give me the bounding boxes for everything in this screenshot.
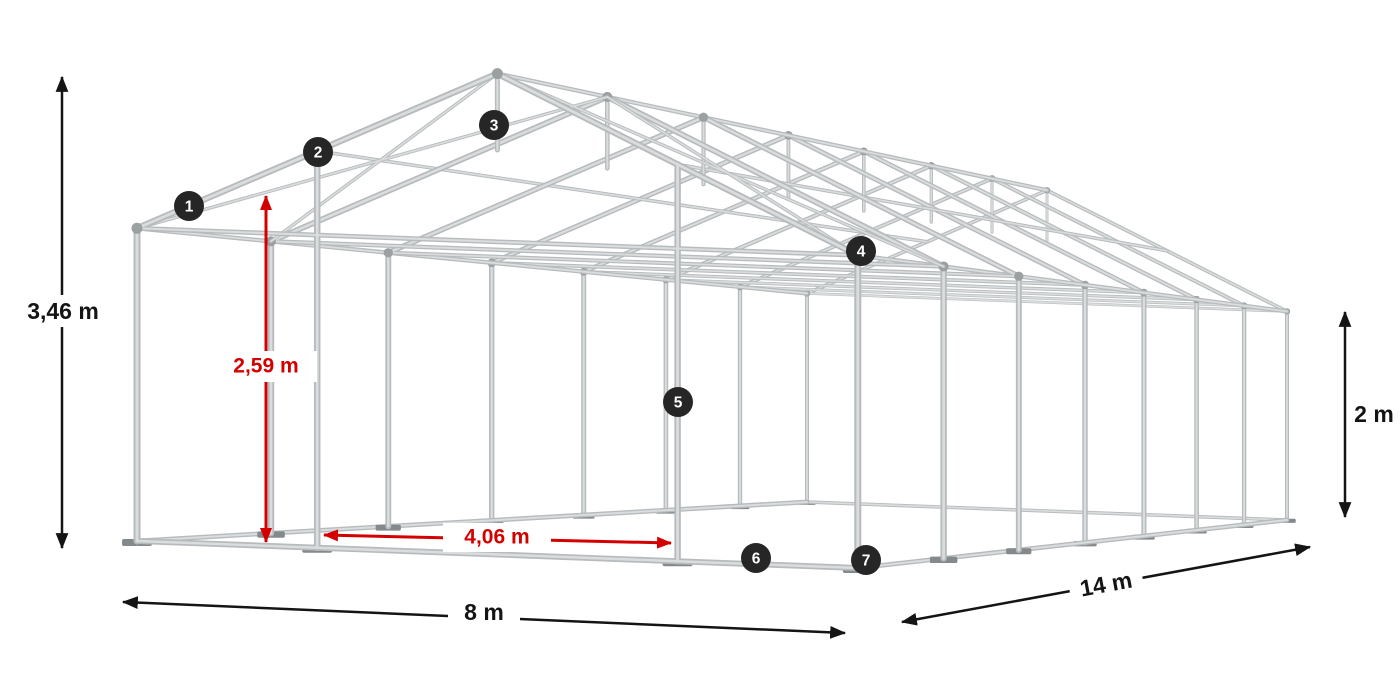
frame-tube: [702, 116, 1020, 278]
part-badge-4[interactable]: 4: [846, 236, 876, 266]
frame-tube: [739, 286, 1245, 307]
dimension-label-bg: [215, 351, 317, 382]
frame-tube: [490, 261, 1086, 286]
dimension-length: 14 m: [900, 543, 1312, 626]
badge-number: 4: [857, 244, 866, 261]
side-height-label: 2 m: [1354, 401, 1394, 427]
total-height-label: 3,46 m: [27, 298, 99, 324]
badge-circle: [479, 110, 509, 140]
frame-joint: [131, 222, 143, 234]
badge-number: 1: [185, 199, 194, 216]
frame-tube: [387, 116, 705, 254]
frame-joint: [1014, 271, 1024, 281]
frame-tube: [316, 150, 928, 243]
badge-circle: [741, 543, 771, 573]
dimension-label-bg: [17, 295, 109, 327]
badge-number: 7: [862, 553, 871, 570]
frame-joint: [383, 248, 393, 258]
badge-number: 5: [674, 395, 683, 412]
frame-tube: [269, 95, 609, 243]
dimension-width: 8 m: [121, 596, 847, 639]
frame-tube: [496, 72, 1048, 192]
badge-number: 2: [314, 145, 323, 162]
frame-tube: [676, 163, 1168, 252]
badge-circle: [846, 236, 876, 266]
badge-circle: [851, 545, 881, 575]
dimension-label-bg: [448, 597, 520, 628]
frame-tube: [606, 95, 945, 268]
frame-tube: [270, 240, 945, 268]
dimension-label-bg: [443, 523, 551, 552]
part-badge-2[interactable]: 2: [303, 137, 333, 167]
part-badge-6[interactable]: 6: [741, 543, 771, 573]
frame-tube: [136, 227, 808, 295]
dimension-clear-height: 2,59 m: [215, 194, 317, 544]
dimension-total-height: 3,46 m: [17, 75, 109, 550]
frame-tube: [270, 72, 499, 243]
part-badge-5[interactable]: 5: [663, 387, 693, 417]
frame-tube: [856, 519, 1288, 569]
part-badge-1[interactable]: 1: [174, 191, 204, 221]
dimension-door-width: 4,06 m: [322, 523, 673, 552]
frame-joint: [491, 68, 503, 80]
frame-tube: [136, 501, 808, 542]
frame-joint: [698, 112, 709, 122]
frame-tube: [387, 251, 1020, 278]
part-badge-3[interactable]: 3: [479, 110, 509, 140]
clear-height-label: 2,59 m: [233, 355, 298, 378]
badge-circle: [663, 387, 693, 417]
frame-tube: [496, 72, 945, 268]
frame-tube: [665, 278, 1198, 301]
tent-frame: [122, 68, 1296, 573]
badge-number: 6: [752, 551, 761, 568]
badge-circle: [174, 191, 204, 221]
door-width-label: 4,06 m: [464, 526, 529, 549]
frame-tube: [136, 96, 609, 230]
frame-tube: [806, 501, 1288, 521]
frame-tube: [135, 539, 860, 570]
badge-circle: [303, 137, 333, 167]
dimension-side-height: 2 m: [1338, 310, 1394, 519]
dimension-label-bg: [1066, 560, 1146, 607]
frame-tube: [135, 227, 859, 257]
width-label: 8 m: [464, 599, 504, 625]
part-badges: 1 2 3 4 5 6 7: [174, 110, 881, 575]
part-badge-7[interactable]: 7: [851, 545, 881, 575]
badge-number: 3: [490, 118, 499, 135]
frame-tube: [806, 292, 1288, 313]
